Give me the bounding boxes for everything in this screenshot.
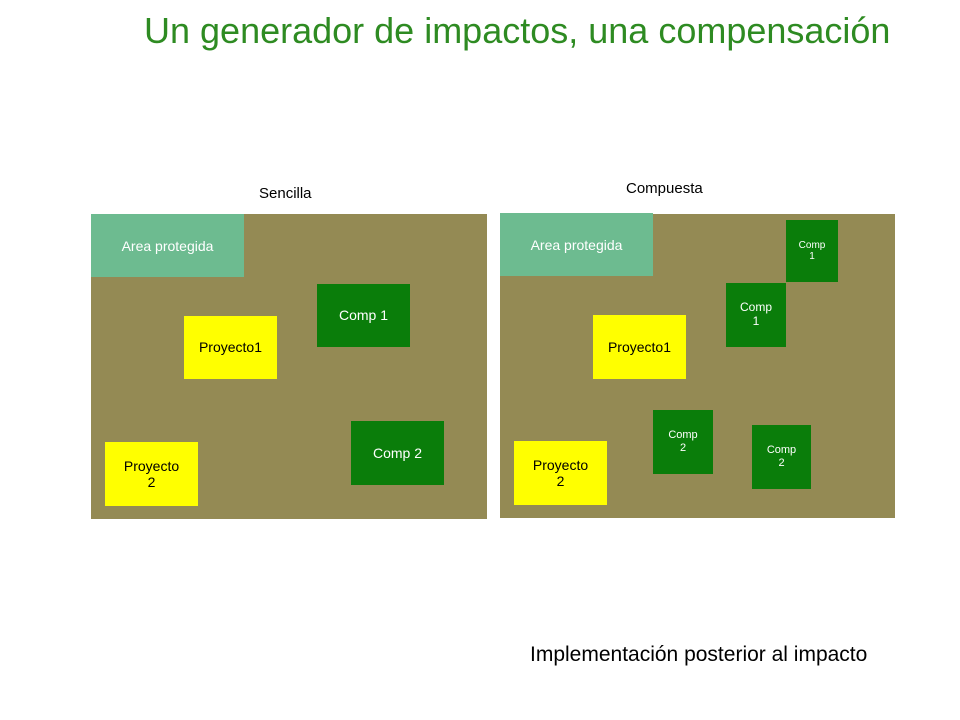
proyecto1-left: Proyecto1 [184,316,277,379]
comp2b-right: Comp 2 [752,425,811,489]
comp2b-label-line2: 2 [778,457,785,469]
slide-title: Un generador de impactos, una compensaci… [144,10,891,51]
proyecto1-label: Proyecto1 [607,338,672,355]
comp1a-label-line1: Comp [798,239,826,251]
proyecto2-right: Proyecto 2 [514,441,607,505]
proyecto2-label-line1: Proyecto [123,457,180,474]
protected-area-label: Area protegida [121,237,214,254]
proyecto2-label-line2: 2 [147,474,156,490]
proyecto1-label: Proyecto1 [198,339,263,356]
comp2-label: Comp 2 [372,444,423,461]
comp1a-label-line2: 1 [809,251,815,262]
proyecto2-left: Proyecto 2 [105,442,198,506]
protected-area-label: Area protegida [530,236,623,253]
comp1a-right: Comp 1 [786,220,838,282]
comp1-left: Comp 1 [317,284,410,347]
comp1b-label-line2: 1 [752,314,760,328]
caption-compuesta: Compuesta [626,180,703,197]
comp2a-label-line2: 2 [679,442,687,454]
caption-sencilla: Sencilla [259,185,312,202]
proyecto1-right: Proyecto1 [593,315,686,379]
comp2a-label-line1: Comp [668,429,698,442]
protected-area-left: Area protegida [91,214,244,277]
comp2b-label-line1: Comp [766,444,797,457]
proyecto2-label-line1: Proyecto [532,456,589,473]
footer-caption: Implementación posterior al impacto [530,643,868,666]
comp1b-label-line1: Comp [739,300,772,315]
comp1-label: Comp 1 [338,307,389,324]
comp2a-right: Comp 2 [653,410,713,474]
proyecto2-label-line2: 2 [556,473,565,489]
comp2-left: Comp 2 [351,421,444,485]
protected-area-right: Area protegida [500,213,653,276]
comp1b-right: Comp 1 [726,283,786,347]
